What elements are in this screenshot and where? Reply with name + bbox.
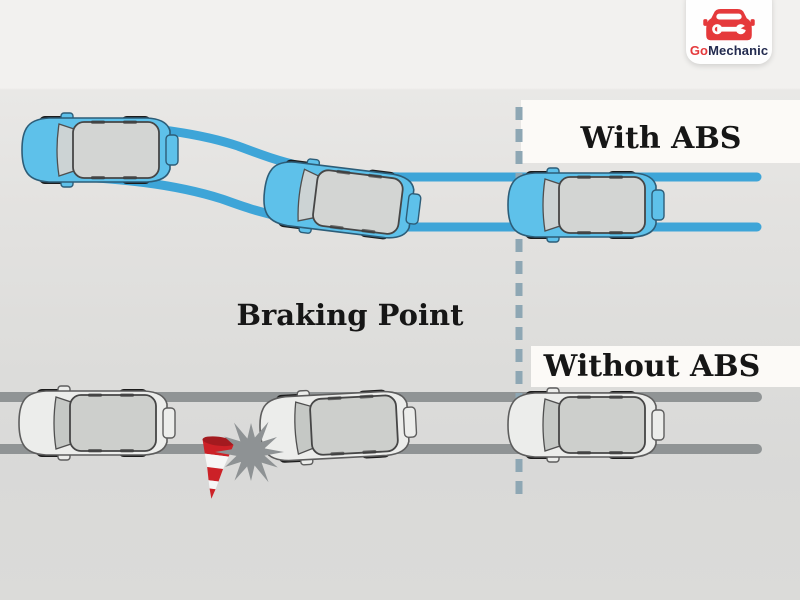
brand-suffix: Mechanic xyxy=(708,43,769,58)
brand-wordmark: GoMechanic xyxy=(690,44,768,57)
brand-prefix: Go xyxy=(689,43,709,58)
without-abs-highlight-panel xyxy=(531,346,800,387)
car-without-abs-end-icon xyxy=(18,385,176,461)
car-without-abs-skidding-icon xyxy=(257,384,419,468)
car-with-abs-approach-icon xyxy=(507,167,665,243)
with-abs-label: With ABS xyxy=(580,121,742,156)
car-with-wrench-icon xyxy=(703,8,755,41)
collision-burst-icon xyxy=(215,421,284,483)
car-without-abs-approach-icon xyxy=(507,387,665,463)
gomechanic-logo-card: GoMechanic xyxy=(686,0,772,64)
car-with-abs-steering-icon xyxy=(259,152,425,248)
car-with-abs-recovered-icon xyxy=(21,112,179,188)
without-abs-label: Without ABS xyxy=(543,349,761,384)
traffic-cone-icon xyxy=(202,436,235,499)
braking-point-label: Braking Point xyxy=(236,298,464,332)
with-abs-highlight-panel xyxy=(521,100,800,163)
